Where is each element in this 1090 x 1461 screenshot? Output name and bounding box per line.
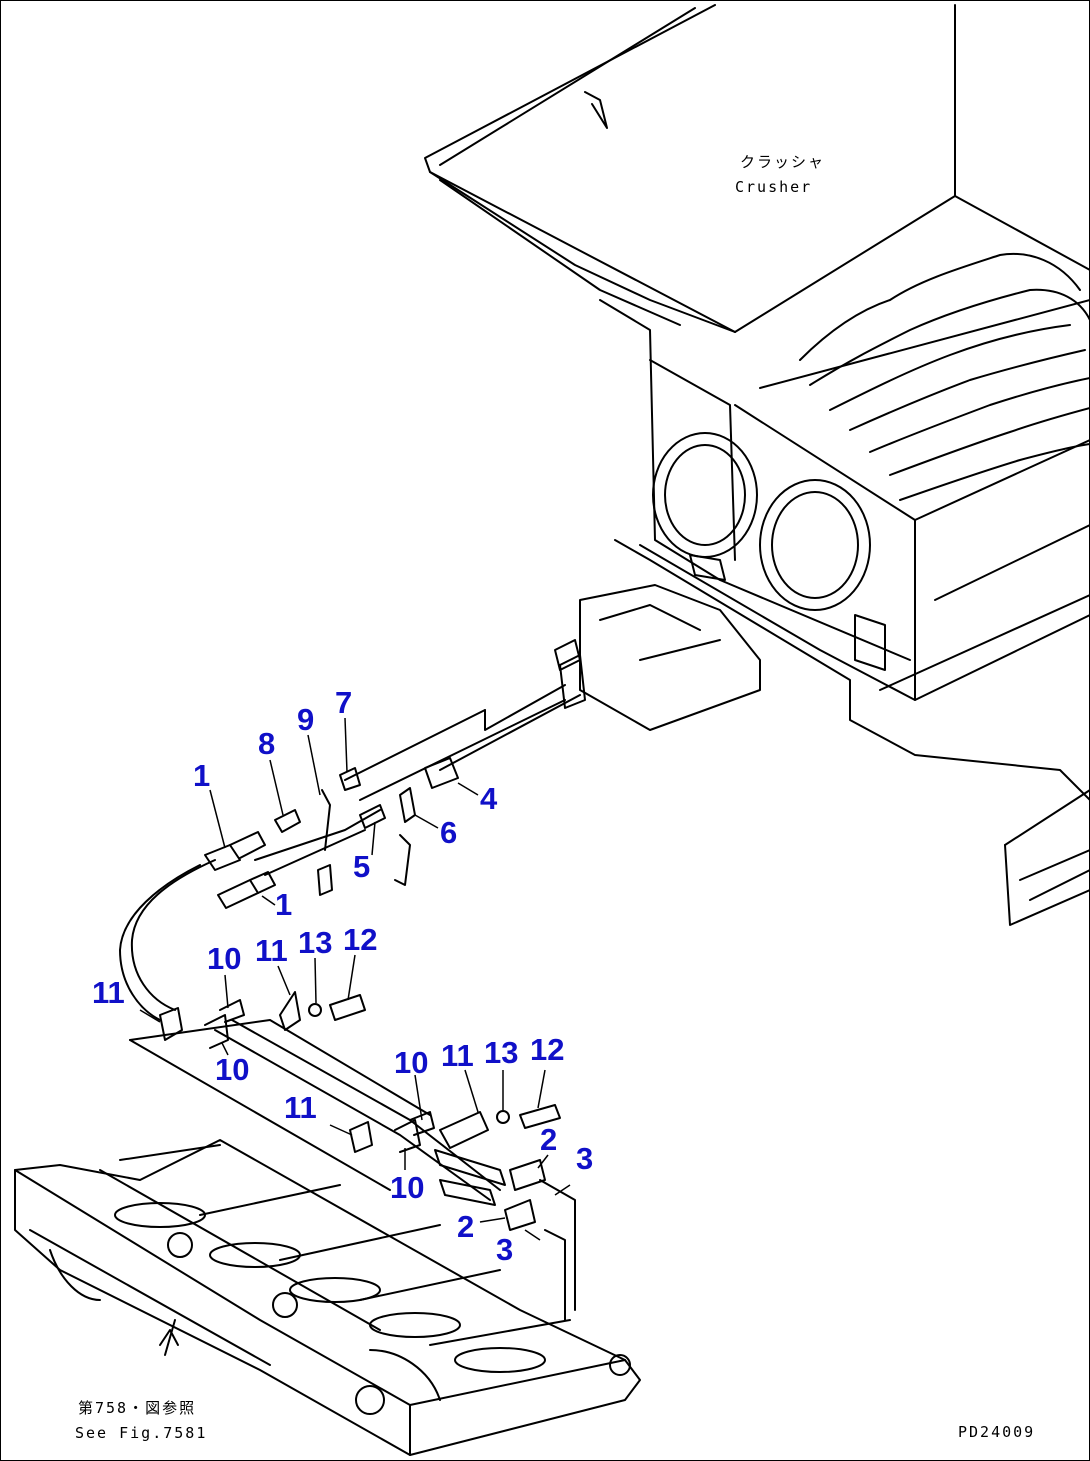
figure-code: PD24009 bbox=[958, 1423, 1035, 1441]
callout-7: 7 bbox=[335, 685, 352, 720]
callout-9: 9 bbox=[297, 702, 314, 737]
callout-2-lower: 2 bbox=[457, 1209, 474, 1244]
callout-10-c: 10 bbox=[394, 1045, 428, 1080]
callout-11-d: 11 bbox=[284, 1090, 317, 1125]
callout-10-a: 10 bbox=[207, 941, 241, 976]
callout-10-b: 10 bbox=[215, 1052, 249, 1087]
callout-8: 8 bbox=[258, 726, 275, 761]
see-figure-label-en: See Fig.7581 bbox=[75, 1424, 207, 1442]
leader-lines bbox=[139, 717, 571, 1241]
callout-3-lower: 3 bbox=[496, 1232, 513, 1267]
callout-3-upper: 3 bbox=[576, 1141, 593, 1176]
callout-6: 6 bbox=[440, 815, 457, 850]
callout-11-b: 11 bbox=[255, 933, 288, 968]
crusher-label-en: Crusher bbox=[735, 178, 812, 196]
callout-4: 4 bbox=[480, 781, 498, 816]
see-figure-label-ja: 第758・図参照 bbox=[78, 1399, 196, 1417]
callout-1-upper: 1 bbox=[193, 758, 210, 793]
crusher-assembly bbox=[424, 4, 1090, 926]
callout-10-d: 10 bbox=[390, 1170, 424, 1205]
callout-1-lower: 1 bbox=[275, 887, 292, 922]
callout-12-a: 12 bbox=[343, 922, 377, 957]
feeder-frame bbox=[14, 1139, 641, 1456]
callout-2-upper: 2 bbox=[540, 1122, 557, 1157]
crusher-label-ja: クラッシャ bbox=[740, 153, 825, 171]
callout-13-b: 13 bbox=[484, 1035, 518, 1070]
callout-12-b: 12 bbox=[530, 1032, 564, 1067]
callout-5: 5 bbox=[353, 849, 370, 884]
callout-13-a: 13 bbox=[298, 925, 332, 960]
callout-11-a: 11 bbox=[92, 975, 125, 1010]
callout-11-c: 11 bbox=[441, 1038, 474, 1073]
fittings bbox=[159, 639, 586, 1231]
